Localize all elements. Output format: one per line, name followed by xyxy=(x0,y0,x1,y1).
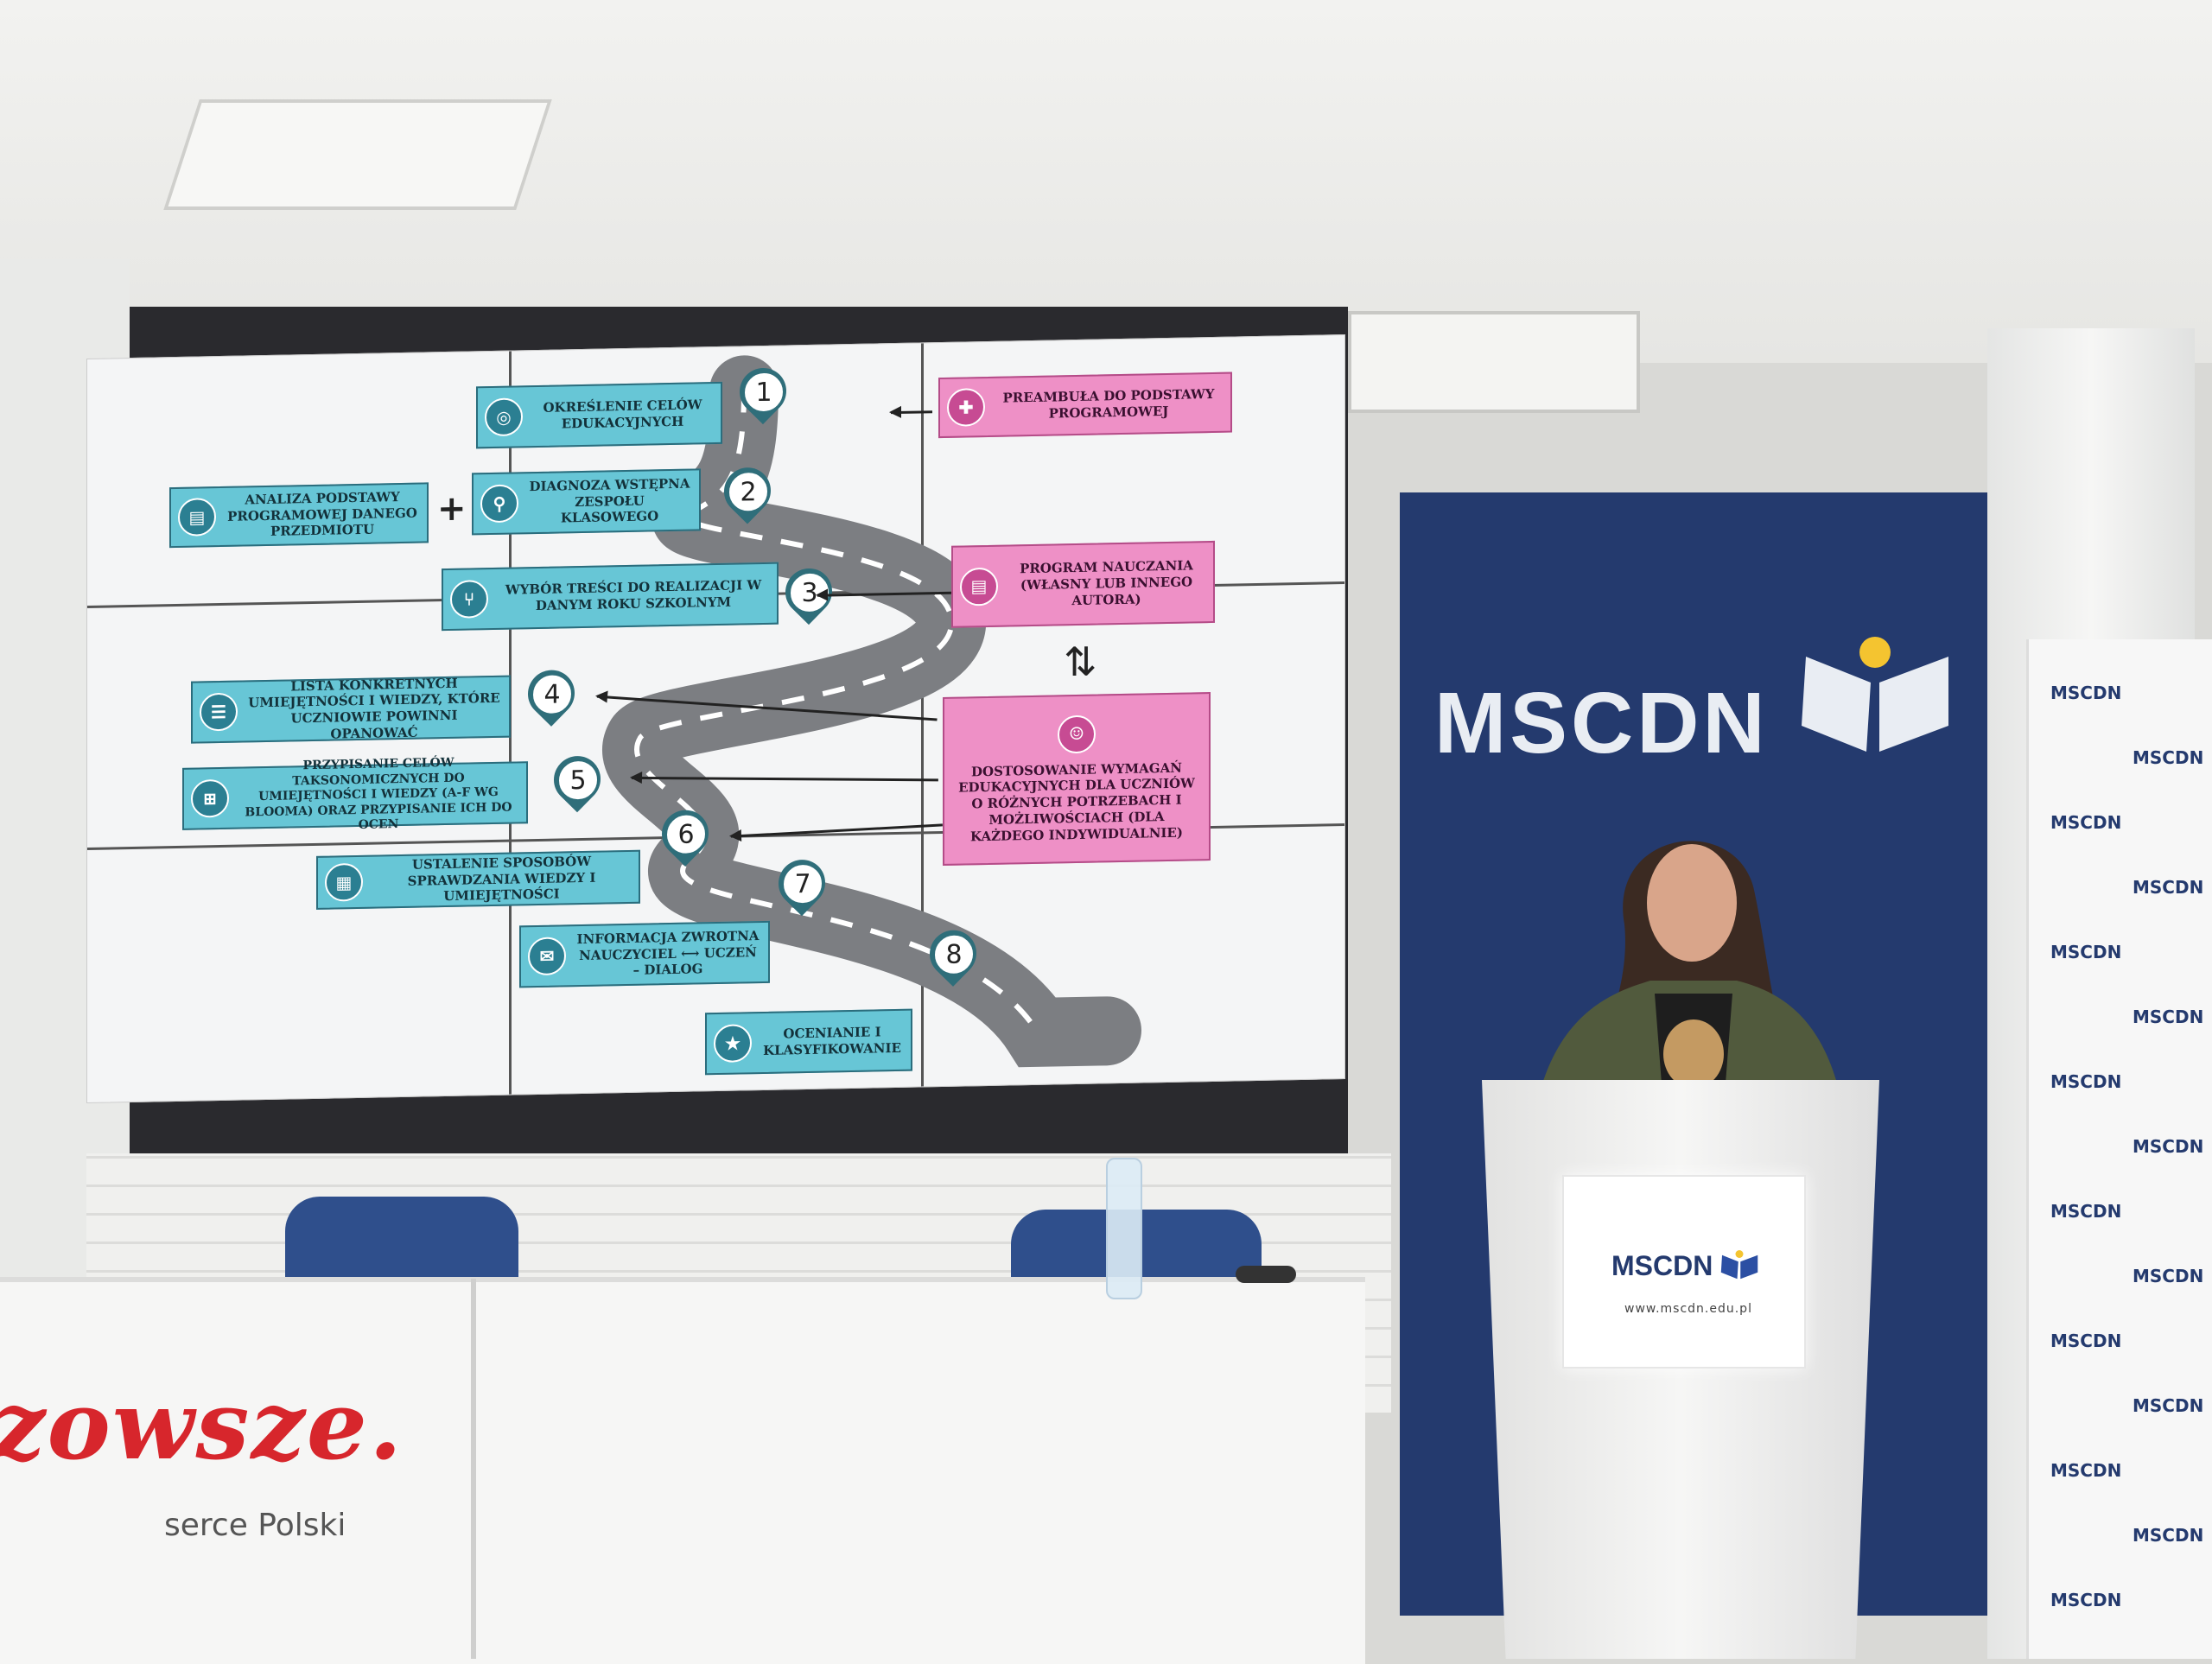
banner-logo: MSCDN xyxy=(2050,812,2122,833)
ceiling-light xyxy=(1348,311,1640,413)
banner-logo: MSCDN xyxy=(2050,1071,2122,1092)
banner-logo: MSCDN xyxy=(2133,1395,2204,1416)
step-label: USTALENIE SPOSOBÓW SPRAWDZANIA WIEDZY I … xyxy=(407,853,596,905)
mscdn-wall-text: MSCDN xyxy=(1434,675,1769,772)
podium-logo: MSCDN xyxy=(1611,1250,1713,1281)
banner-logo: MSCDN xyxy=(2050,1201,2122,1222)
step-label: INFORMACJA ZWROTNA NAUCZYCIEL ⟷ UCZEŃ – … xyxy=(576,927,760,979)
target-icon: ◎ xyxy=(485,397,523,437)
document-chart-icon: ▤ xyxy=(178,498,216,537)
step-box-2: ⚲ DIAGNOZA WSTĘPNA ZESPOŁU KLASOWEGO xyxy=(472,468,701,536)
podium-url: www.mscdn.edu.pl xyxy=(1624,1302,1752,1316)
exchange-arrows-icon: ⇅ xyxy=(1064,638,1097,686)
document-icon: ▤ xyxy=(960,567,998,607)
mazowsze-logo: zowsze. xyxy=(0,1369,404,1481)
podium xyxy=(1482,1080,1879,1659)
presentation-slide: ▤ ANALIZA PODSTAWY PROGRAMOWEJ DANEGO PR… xyxy=(86,334,1345,1103)
step-label: OKREŚLENIE CELÓW EDUKACYJNYCH xyxy=(543,397,702,432)
hierarchy-icon: ⊞ xyxy=(191,778,229,818)
banner-logo: MSCDN xyxy=(2133,747,2204,768)
step-box-3: ⑂ WYBÓR TREŚCI DO REALIZACJI W DANYM ROK… xyxy=(442,562,779,632)
step-box-6: ▦ USTALENIE SPOSOBÓW SPRAWDZANIA WIEDZY … xyxy=(316,849,640,910)
step-label: ANALIZA PODSTAWY PROGRAMOWEJ DANEGO PRZE… xyxy=(227,488,417,540)
desk xyxy=(0,1277,1365,1664)
pink-label: PREAMBUŁA DO PODSTAWY PROGRAMOWEJ xyxy=(1002,386,1215,422)
checklist-icon: ☰ xyxy=(200,692,238,732)
pink-label: DOSTOSOWANIE WYMAGAŃ EDUKACYJNYCH DLA UC… xyxy=(958,759,1195,844)
podium-sign: MSCDN www.mscdn.edu.pl xyxy=(1562,1175,1806,1369)
plus-sign: + xyxy=(437,488,467,530)
pills-icon: ✚ xyxy=(947,388,985,427)
banner-logo: MSCDN xyxy=(2133,1525,2204,1546)
step-label: LISTA KONKRETNYCH UMIEJĘTNOŚCI I WIEDZY,… xyxy=(248,675,500,742)
ceiling-light xyxy=(163,99,552,210)
step-box-8: ★ OCENIANIE I KLASYFIKOWANIE xyxy=(705,1008,912,1076)
step-label: PRZYPISANIE CELÓW TAKSONOMICZNYCH DO UMI… xyxy=(245,756,512,833)
clipboard-icon: ▦ xyxy=(325,862,363,902)
thumbs-up-stars-icon: ★ xyxy=(714,1024,752,1064)
group-hands-icon: ☺ xyxy=(1058,715,1096,754)
step-label: WYBÓR TREŚCI DO REALIZACJI W DANYM ROKU … xyxy=(505,577,762,614)
step-box-7: ✉ INFORMACJA ZWROTNA NAUCZYCIEL ⟷ UCZEŃ … xyxy=(519,920,770,988)
mscdn-wall-logo: MSCDN xyxy=(1434,631,1970,772)
banner-logo: MSCDN xyxy=(2133,1266,2204,1286)
branch-icon: ⑂ xyxy=(450,580,488,619)
banner-logo: MSCDN xyxy=(2133,877,2204,898)
mazowsze-tagline: serce Polski xyxy=(164,1508,346,1543)
banner-logo: MSCDN xyxy=(2050,1590,2122,1610)
step-box-5: ⊞ PRZYPISANIE CELÓW TAKSONOMICZNYCH DO U… xyxy=(182,756,528,832)
pink-box-adaptation: ☺ DOSTOSOWANIE WYMAGAŃ EDUKACYJNYCH DLA … xyxy=(943,692,1211,866)
step-box-1: ◎ OKREŚLENIE CELÓW EDUKACYJNYCH xyxy=(476,381,722,449)
pink-label: PROGRAM NAUCZANIA (WŁASNY LUB INNEGO AUT… xyxy=(1020,557,1193,608)
banner-logo: MSCDN xyxy=(2050,942,2122,962)
step-box-4: ☰ LISTA KONKRETNYCH UMIEJĘTNOŚCI I WIEDZ… xyxy=(191,675,511,744)
pink-box-program: ▤ PROGRAM NAUCZANIA (WŁASNY LUB INNEGO A… xyxy=(951,540,1215,628)
book-icon xyxy=(1720,1250,1758,1280)
step-label: DIAGNOZA WSTĘPNA ZESPOŁU KLASOWEGO xyxy=(529,475,690,526)
banner-logo: MSCDN xyxy=(2050,1331,2122,1351)
book-icon xyxy=(1802,637,1948,752)
banner-logo: MSCDN xyxy=(2133,1136,2204,1157)
pink-box-preamble: ✚ PREAMBUŁA DO PODSTAWY PROGRAMOWEJ xyxy=(938,372,1232,439)
magnifier-person-icon: ⚲ xyxy=(480,484,518,524)
step-box-analysis: ▤ ANALIZA PODSTAWY PROGRAMOWEJ DANEGO PR… xyxy=(169,482,429,549)
chair xyxy=(285,1197,518,1292)
step-label: OCENIANIE I KLASYFIKOWANIE xyxy=(763,1024,901,1058)
water-bottle xyxy=(1106,1158,1142,1299)
desk-divider xyxy=(471,1279,476,1659)
chat-bubbles-icon: ✉ xyxy=(528,937,566,976)
microphone-icon xyxy=(1236,1266,1296,1283)
mscdn-banner: MSCDN MSCDN MSCDN MSCDN MSCDN MSCDN MSCD… xyxy=(2026,639,2212,1659)
banner-logo: MSCDN xyxy=(2050,683,2122,703)
banner-logo: MSCDN xyxy=(2050,1460,2122,1481)
banner-logo: MSCDN xyxy=(2133,1007,2204,1027)
